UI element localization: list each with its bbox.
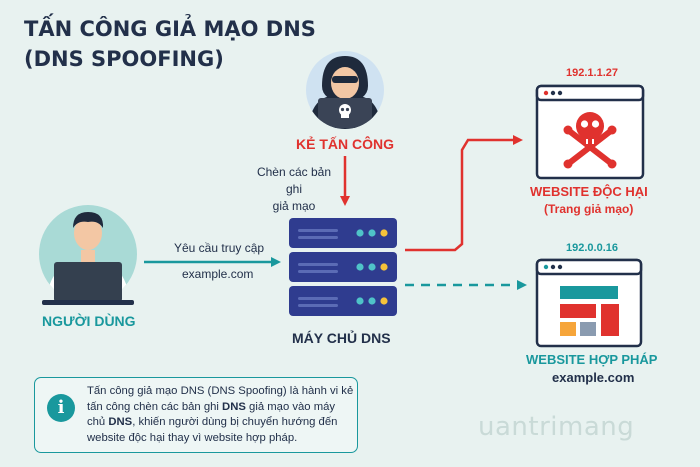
legit-site-label: WEBSITE HỢP PHÁP — [526, 352, 658, 367]
request-label: Yêu cầu truy cập — [174, 241, 265, 255]
watermark: uantrimang — [478, 412, 635, 442]
request-domain: example.com — [182, 267, 254, 281]
redirect-malicious-arrow — [405, 135, 523, 252]
page-title: TẤN CÔNG GIẢ MẠO DNS (DNS SPOOFING) — [24, 14, 316, 74]
malicious-website-window — [535, 84, 645, 180]
legit-website-window — [535, 258, 643, 348]
title-line-2: (DNS SPOOFING) — [24, 47, 224, 71]
info-box: i Tấn công giả mạo DNS (DNS Spoofing) là… — [34, 377, 358, 453]
dns-server-icon — [289, 218, 397, 316]
malicious-site-sublabel: (Trang giả mạo) — [544, 202, 634, 216]
title-line-1: TẤN CÔNG GIẢ MẠO DNS — [24, 17, 316, 41]
attacker-action-text: Chèn các bản ghi giả mạo — [256, 165, 332, 213]
malicious-ip: 192.1.1.27 — [566, 67, 618, 79]
attacker-avatar — [306, 51, 384, 129]
legit-site-domain: example.com — [552, 370, 635, 385]
user-avatar — [39, 205, 137, 305]
info-icon: i — [47, 394, 75, 422]
malicious-site-label: WEBSITE ĐỘC HẠI — [530, 184, 648, 199]
legit-ip: 192.0.0.16 — [566, 242, 618, 254]
skull-crossbones-icon — [563, 112, 617, 169]
user-label: NGƯỜI DÙNG — [42, 313, 136, 329]
attacker-label: KẺ TẤN CÔNG — [296, 136, 394, 152]
info-text: Tấn công giả mạo DNS (DNS Spoofing) là h… — [87, 385, 354, 444]
skull-icon — [339, 104, 351, 118]
dns-server-label: MÁY CHỦ DNS — [292, 330, 391, 346]
